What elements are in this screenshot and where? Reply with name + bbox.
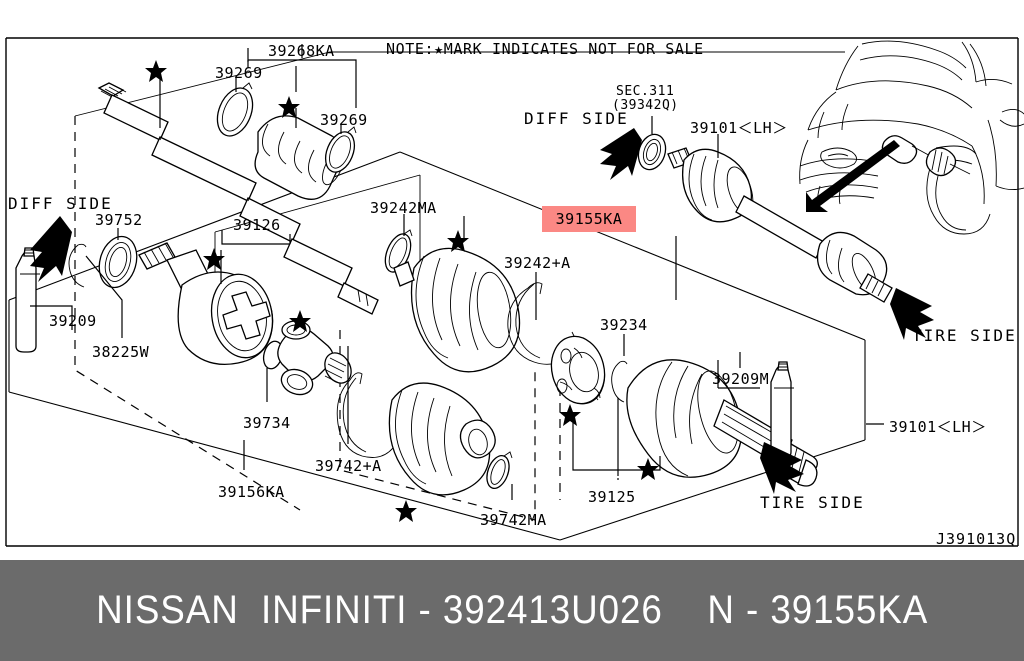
leader-lines-extra [572, 420, 661, 480]
boot-center-large [393, 247, 521, 373]
callout-39752: 39752 [95, 211, 143, 229]
direction-tire-side-right: TIRE SIDE [912, 326, 1017, 345]
star-markers [145, 60, 659, 522]
callout-39734: 39734 [243, 414, 291, 432]
footer-part-caption: NISSAN INFINITI - 392413U026 N - 39155KA [95, 588, 929, 632]
snap-ring-39234 [611, 360, 628, 403]
direction-tire-side-bottom: TIRE SIDE [760, 493, 865, 512]
direction-diff-side-left: DIFF SIDE [8, 194, 113, 213]
diagram-area: .ln { fill:none; stroke:#000; stroke-wid… [5, 37, 1024, 548]
callout-39242ma: 39242MA [370, 199, 437, 217]
callout-39268ka: 39268KA [268, 42, 335, 60]
callout-39234: 39234 [600, 316, 648, 334]
joint-housing-39126 [138, 242, 274, 366]
arrow-tire-side-bottom [760, 442, 804, 494]
assembly-39101lh [667, 147, 893, 303]
vehicle-illustration [799, 40, 1024, 235]
arrow-vehicle-pointer [806, 140, 900, 212]
grease-tube-39209 [15, 247, 40, 353]
arrow-tire-side-right [890, 288, 934, 340]
callout-38225w: 38225W [92, 343, 150, 361]
clamp-39242ma [384, 229, 413, 273]
clamp-ring-39269-b [324, 126, 357, 173]
oil-seal-39752 [98, 235, 138, 289]
highlighted-part-number-label: 39155KA [555, 210, 623, 228]
callout-39209: 39209 [49, 312, 97, 330]
callout-39269-b: 39269 [320, 111, 368, 129]
callout-39126: 39126 [233, 216, 281, 234]
callout-39742a: 39742+A [315, 457, 382, 475]
callout-39125: 39125 [588, 488, 636, 506]
callout-39101lh-top: 39101＜LH＞ [690, 119, 788, 137]
clamp-ring-39269-a [216, 82, 254, 137]
note-text: NOTE:★MARK INDICATES NOT FOR SALE [386, 40, 704, 58]
highlighted-part-number[interactable]: 39155KA [542, 206, 636, 232]
diagram-frame [5, 37, 1019, 547]
grease-tube-39209m [770, 361, 794, 459]
arrow-diff-side-center [600, 128, 642, 180]
callout-39242a: 39242+A [504, 254, 571, 272]
snap-ring-38225w [68, 243, 87, 288]
callout-39269-a: 39269 [215, 64, 263, 82]
diagram-line-art: .ln { fill:none; stroke:#000; stroke-wid… [5, 37, 1024, 547]
callout-39742ma: 39742MA [480, 511, 547, 529]
callout-39209m: 39209M [712, 370, 770, 388]
footer-bar: NISSAN INFINITI - 392413U026 N - 39155KA [0, 560, 1024, 661]
upper-left-shaft-assembly [97, 82, 379, 315]
callout-39101lh-right: 39101＜LH＞ [889, 418, 987, 436]
section-ref-line1: SEC.311 [616, 84, 675, 99]
clamp-39742ma [486, 451, 513, 489]
drawing-id: J391013Q [936, 530, 1017, 548]
direction-diff-side-center: DIFF SIDE [524, 109, 629, 128]
callout-39156ka: 39156KA [218, 483, 285, 501]
seal-39342q [637, 133, 667, 171]
boot-39742-bellows [388, 382, 496, 496]
arrow-diff-side-left [30, 216, 72, 282]
section-ref-line2: (39342Q) [612, 98, 679, 113]
joint-race-left [550, 335, 606, 405]
boot-39268ka [254, 115, 344, 200]
